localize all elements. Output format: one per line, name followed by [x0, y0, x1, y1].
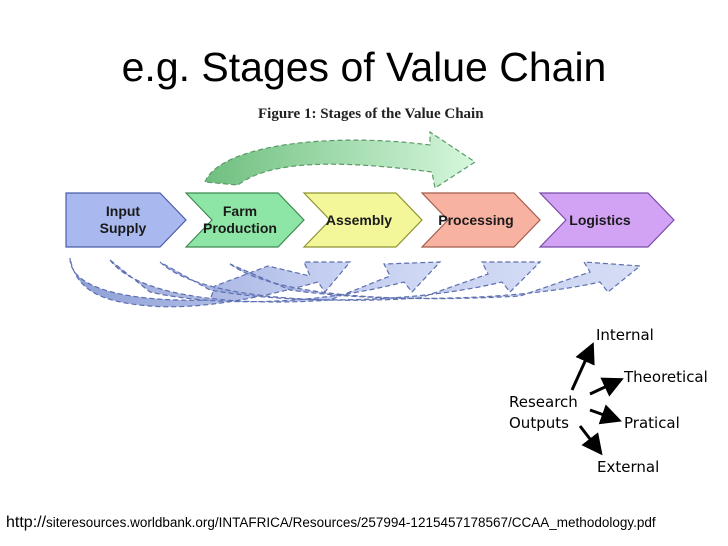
research-output-theoretical: Theoretical [623, 368, 708, 386]
stage-farm-production [184, 192, 305, 248]
research-arrows [570, 342, 624, 456]
research-outputs-label-line2: Outputs [509, 414, 569, 432]
stage-input-supply [65, 192, 187, 248]
figure-title: Figure 1: Stages of the Value Chain [258, 106, 484, 122]
stage-label-farm-line2: Production [203, 220, 277, 236]
stage-assembly [302, 192, 423, 248]
research-output-internal: Internal [596, 326, 654, 344]
source-protocol: http:// [6, 514, 47, 531]
stage-label-farm-line1: Farm [223, 203, 257, 219]
research-outputs-label-line1: Research [509, 393, 578, 411]
stage-processing [420, 192, 541, 248]
source-path: siteresources.worldbank.org/INTAFRICA/Re… [46, 515, 656, 530]
stage-label-logistics: Logistics [569, 212, 631, 228]
stage-logistics [538, 192, 675, 248]
research-output-external: External [597, 458, 659, 476]
source-link[interactable]: http://siteresources.worldbank.org/INTAF… [6, 514, 656, 532]
feedback-arrows-bottom [69, 257, 642, 308]
research-output-pratical: Pratical [624, 414, 680, 432]
slide-title: e.g. Stages of Value Chain [121, 44, 607, 90]
stage-label-input-line1: Input [106, 203, 141, 219]
stage-label-assembly: Assembly [326, 212, 392, 228]
feedback-arrow-top [204, 130, 477, 189]
stage-label-input-line2: Supply [100, 220, 147, 236]
stage-label-processing: Processing [438, 212, 513, 228]
